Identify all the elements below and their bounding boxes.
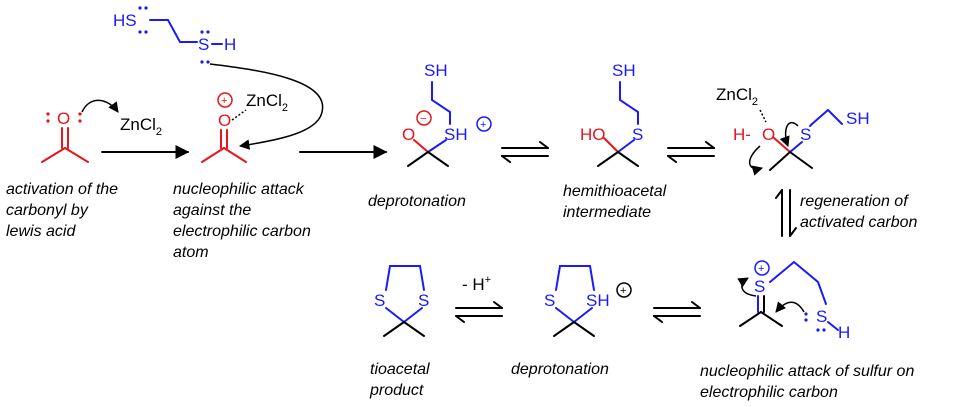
equilibrium-arrow-3 <box>775 189 797 237</box>
caption-step3: deprotonation <box>368 193 466 210</box>
caption-step5: regeneration of activated carbon <box>800 193 918 231</box>
equilibrium-arrow-2 <box>667 141 715 163</box>
svg-text:S: S <box>800 125 811 144</box>
curved-arrow-2 <box>209 63 324 150</box>
curved-arrow-6 <box>737 277 757 297</box>
acetone-molecule: O ZnCl2 <box>41 99 162 163</box>
caption-step1: activation of the carbonyl by lewis acid <box>6 181 123 240</box>
caption-step8: tioacetal product <box>369 361 434 399</box>
minus-proton: - H+ <box>462 274 491 294</box>
svg-text:+: + <box>480 119 486 131</box>
carbonyl-oxygen-2: O <box>218 111 231 130</box>
equilibrium-arrow-1 <box>501 141 549 163</box>
svg-text:S: S <box>816 307 827 326</box>
svg-text:H-: H- <box>733 125 751 144</box>
caption-step4: hemithioacetal intermediate <box>563 183 671 221</box>
curved-arrow-5 <box>775 301 805 313</box>
protonated-dithiolane: S SH + <box>544 265 632 337</box>
zinc-coordinated-intermediate: ZnCl2 H- O S SH <box>716 85 870 176</box>
thionium-ion: + S S H <box>737 260 850 342</box>
thiol-s: S <box>198 35 209 54</box>
equilibrium-arrow-4 <box>653 301 701 323</box>
thioacetal-product: S S <box>374 265 429 337</box>
svg-text:S: S <box>632 125 643 144</box>
hemithioacetal: SH S HO <box>580 61 643 167</box>
equilibrium-arrow-5: - H+ <box>455 274 503 323</box>
activated-carbonyl: + ZnCl2 O <box>201 91 288 163</box>
hs-group: HS <box>113 11 137 30</box>
caption-step7: deprotonation <box>511 361 609 378</box>
caption-step2: nucleophilic attack against the electrop… <box>173 181 315 261</box>
svg-text:SH: SH <box>586 291 610 310</box>
svg-text:SH: SH <box>444 125 468 144</box>
svg-text:SH: SH <box>612 61 636 80</box>
svg-text:S: S <box>544 291 555 310</box>
svg-text:+: + <box>758 263 764 275</box>
svg-text:SH: SH <box>846 109 870 128</box>
svg-text:+: + <box>620 285 626 297</box>
svg-text:HO: HO <box>580 125 606 144</box>
zncl2-1: ZnCl2 <box>120 115 162 138</box>
svg-text:O: O <box>402 125 415 144</box>
caption-step6: nucleophilic attack of sulfur on electro… <box>700 363 919 401</box>
svg-text:SH: SH <box>424 61 448 80</box>
svg-text:S: S <box>418 291 429 310</box>
zncl2-3: ZnCl2 <box>716 85 758 108</box>
carbonyl-oxygen-1: O <box>57 109 70 128</box>
svg-text:H: H <box>838 323 850 342</box>
svg-text:O: O <box>762 125 775 144</box>
svg-text:+: + <box>221 95 227 107</box>
svg-text:S: S <box>754 277 765 296</box>
zncl2-2: ZnCl2 <box>246 91 288 114</box>
curved-arrow-4 <box>779 121 799 147</box>
svg-text:−: − <box>420 113 426 125</box>
thiol-h: H <box>224 35 236 54</box>
curved-arrow-1 <box>81 99 119 113</box>
svg-text:S: S <box>374 291 385 310</box>
curved-arrow-3 <box>749 145 764 176</box>
zwitterion-intermediate: SH SH + O − <box>402 61 492 167</box>
ethanedithiol: HS S H <box>113 6 324 150</box>
